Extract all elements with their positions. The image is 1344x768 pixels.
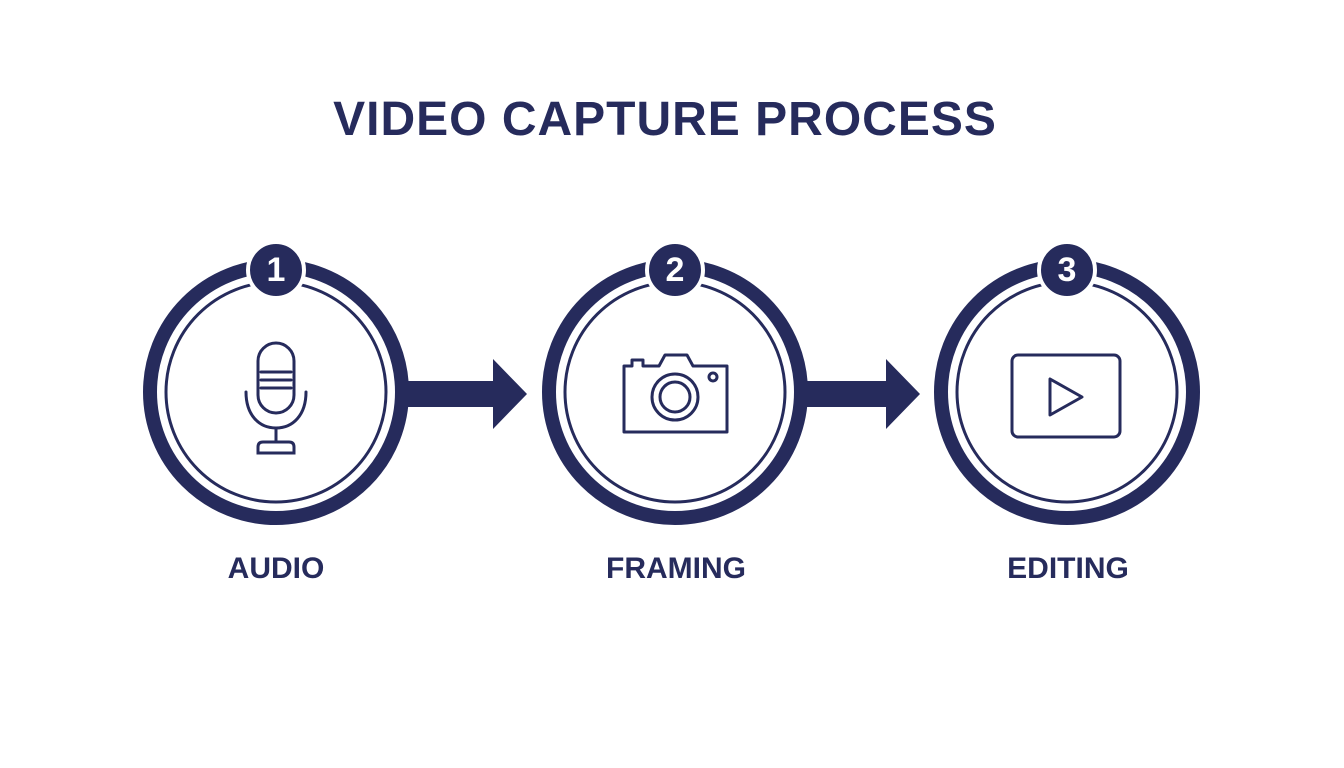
camera-icon: [622, 353, 729, 434]
step-label-audio: AUDIO: [227, 552, 325, 585]
step-number-badge: 1: [246, 240, 306, 300]
video-play-icon: [1010, 353, 1122, 439]
step-1-audio: 1: [142, 240, 410, 526]
step-number-badge: 2: [645, 240, 705, 300]
step-label-framing: FRAMING: [606, 552, 746, 585]
step-2-framing: 2: [541, 240, 809, 526]
step-number-badge: 3: [1037, 240, 1097, 300]
diagram-title: VIDEO CAPTURE PROCESS: [333, 93, 997, 146]
arrow-2-to-3: [800, 359, 920, 429]
microphone-icon: [244, 341, 308, 455]
step-3-editing: 3: [933, 240, 1201, 526]
arrow-1-to-2: [405, 359, 527, 429]
step-label-editing: EDITING: [1007, 552, 1129, 585]
